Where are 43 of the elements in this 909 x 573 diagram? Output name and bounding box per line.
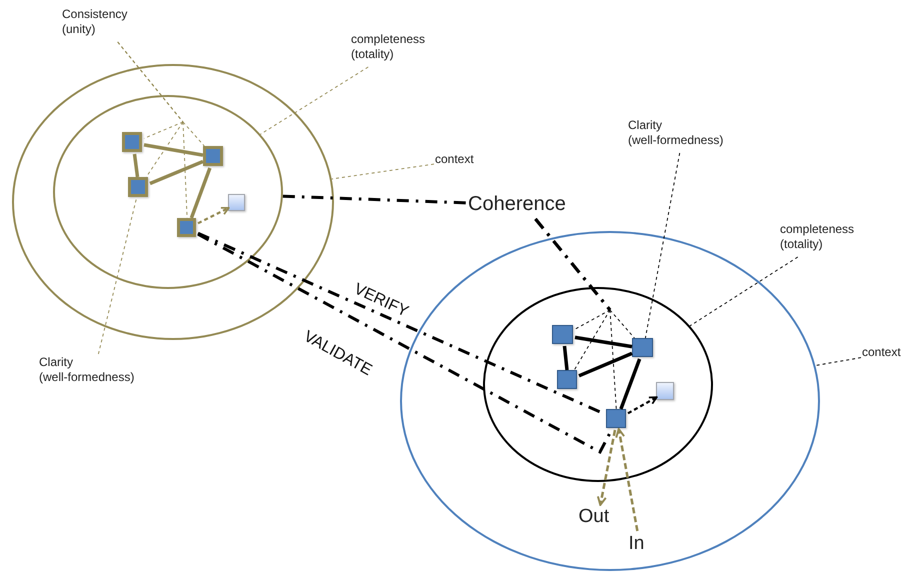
inner-ellipse (482, 286, 712, 482)
connector-line (144, 143, 204, 157)
leader-line (260, 66, 369, 135)
annotation-text: Clarity (well-formedness) (39, 355, 149, 389)
annotation-text: completeness (totality) (351, 32, 443, 66)
inner-ellipse (52, 94, 282, 288)
connector-line (197, 232, 613, 454)
annotation-text: completeness (totality) (780, 222, 872, 256)
annotation-text: Clarity (well-formedness) (628, 118, 738, 152)
new-element-square (656, 382, 674, 400)
element-square (128, 177, 148, 197)
element-square (177, 218, 196, 237)
in-label: In (628, 532, 650, 558)
leader-line (814, 357, 862, 366)
connector-line (578, 352, 633, 378)
annotation-text: Consistency (unity) (62, 7, 144, 41)
element-square (203, 146, 223, 166)
element-square (632, 338, 653, 357)
leader-line (644, 152, 680, 338)
annotation-text: context (435, 152, 483, 169)
leader-line (534, 218, 617, 410)
connector-line (132, 154, 140, 178)
leader-line (689, 256, 798, 326)
connector-line (562, 346, 569, 370)
out-label: Out (578, 504, 616, 528)
arrow (596, 430, 616, 506)
arrow (615, 428, 639, 532)
element-square (552, 325, 573, 344)
element-square (122, 132, 142, 152)
arrow (198, 207, 230, 224)
annotation-text: context (862, 345, 908, 362)
coherence-label: Coherence (468, 192, 580, 218)
element-square (557, 370, 577, 389)
leader-line (331, 164, 434, 180)
new-element-square (228, 194, 245, 211)
leader-line (98, 198, 137, 354)
connector-line (190, 167, 212, 219)
connector-line (574, 336, 632, 348)
connector-line (619, 358, 642, 410)
arrow (627, 396, 658, 414)
element-square (606, 409, 626, 428)
connector-line (149, 160, 204, 186)
connector-line (282, 194, 468, 204)
